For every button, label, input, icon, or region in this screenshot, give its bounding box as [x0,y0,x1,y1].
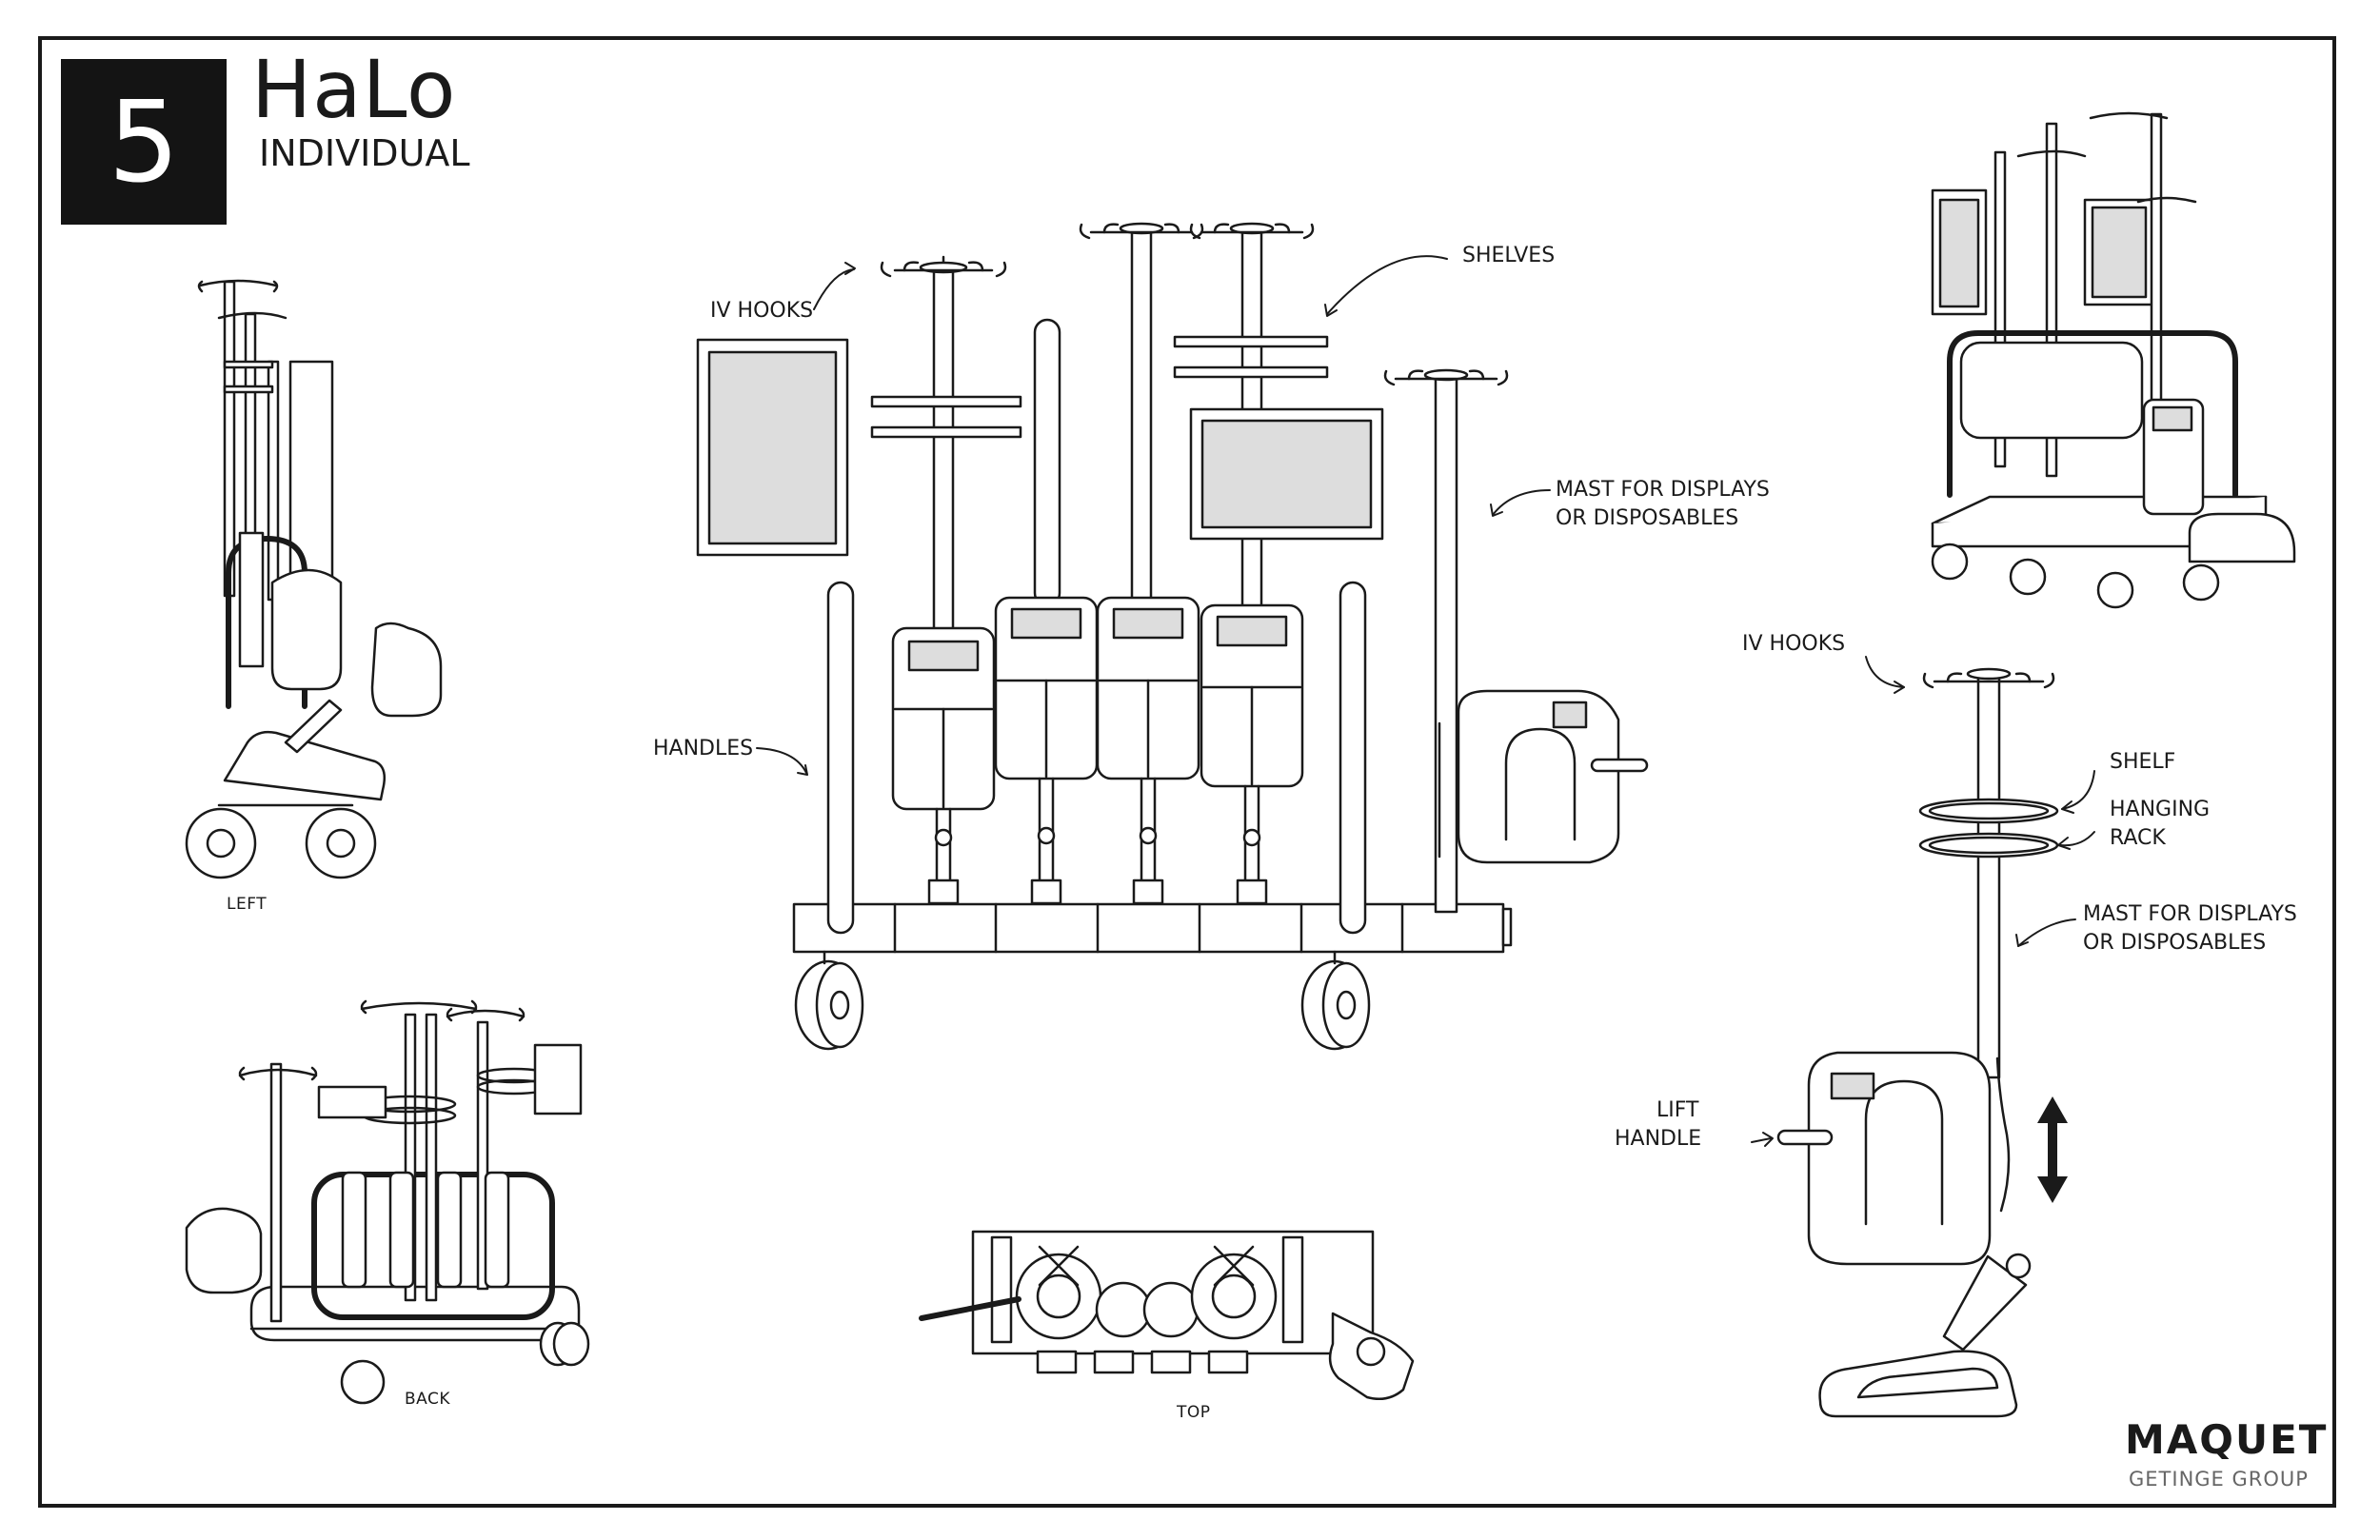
brand-logo: MAQUET [2125,1416,2329,1463]
caption-back: BACK [405,1390,451,1409]
callout-mast-side-line2: OR DISPOSABLES [2083,931,2267,955]
callout-arrows-side [1752,657,2094,1146]
caption-left: LEFT [227,895,268,914]
page-frame [38,36,2336,1508]
front-left-wheel [796,952,863,1049]
front-view-cart [698,224,1647,1049]
callout-hanging-line2: RACK [2110,826,2166,850]
page-subtitle: INDIVIDUAL [259,132,470,174]
left-view-cart [187,281,441,878]
side-mast-view [1778,669,2068,1416]
callout-mast-side-line1: MAST FOR DISPLAYS [2083,902,2297,926]
callout-mast-line1: MAST FOR DISPLAYS [1556,478,1770,502]
caption-top: TOP [1177,1403,1211,1422]
callout-lift-line1: LIFT [1656,1098,1699,1122]
callout-mast-line2: OR DISPOSABLES [1556,506,1739,530]
callout-handles: HANDLES [653,737,754,760]
front-right-wheel [1302,952,1369,1049]
section-number: 5 [61,59,227,225]
back-view-cart [187,1001,588,1403]
pump-3 [1098,598,1199,903]
top-view-cart [922,1232,1413,1399]
pump-1 [893,628,994,903]
iso-view-cart [1933,113,2294,607]
callout-iv-hooks-side: IV HOOKS [1742,632,1846,656]
callout-hanging-line1: HANGING [2110,798,2211,821]
section-number-text: 5 [108,76,180,207]
page-title: HaLo [251,43,457,136]
right-handle [1340,582,1365,933]
callout-arrows-main [757,256,1550,775]
left-handle [828,582,853,933]
console-unit [1439,691,1647,862]
callout-shelves: SHELVES [1462,244,1556,267]
pump-4 [1201,605,1302,903]
callout-iv-hooks: IV HOOKS [710,299,814,323]
pump-2 [996,598,1097,903]
lift-console [1778,1053,2009,1264]
lift-direction-arrow [2037,1096,2068,1203]
brand-group: GETINGE GROUP [2129,1468,2309,1491]
callout-lift-line2: HANDLE [1615,1127,1702,1151]
callout-shelf: SHELF [2110,750,2176,774]
